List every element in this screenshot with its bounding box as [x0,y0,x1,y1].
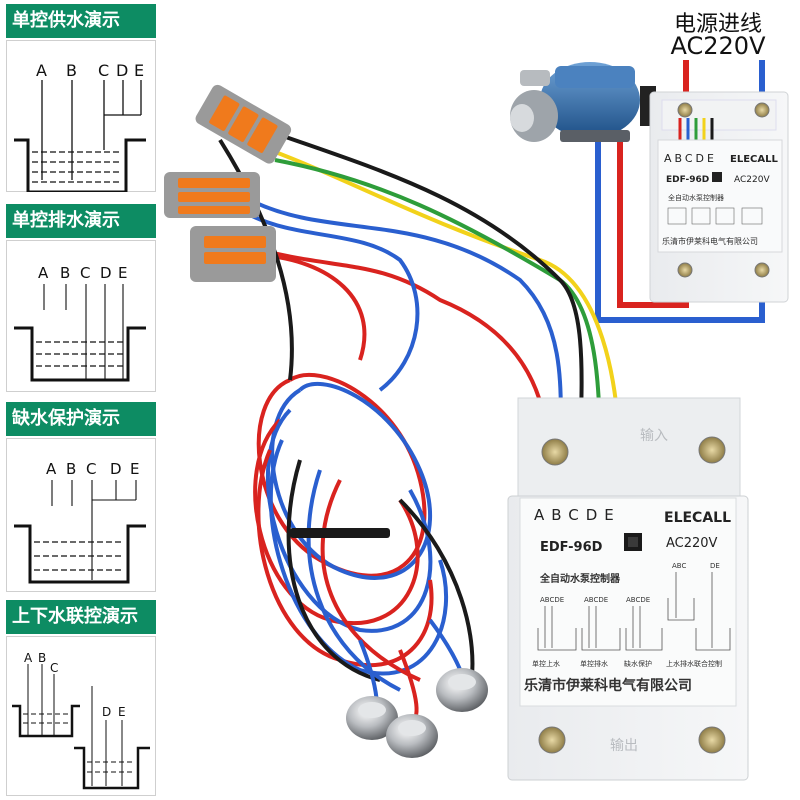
probe-label: D [110,460,122,478]
tank-diagram: A B C D E [14,264,146,382]
probe-label: E [118,705,126,719]
probe-label: D [102,705,111,719]
tank-diagram: A B C D E [12,651,150,790]
probe-label: C [98,61,109,80]
mode-label: 上水排水联合控制 [666,659,722,668]
probe-label: B [60,264,70,282]
probe-label: B [66,61,77,80]
probe-label: D [100,264,112,282]
mini-terminal-labels: ABCDE [664,152,717,165]
probe-label: B [38,651,46,665]
panel-title: 上下水联控演示 [6,600,156,634]
model-label: EDF-96D [540,540,603,555]
panel-title: 缺水保护演示 [6,402,156,436]
probe-label: B [66,460,76,478]
terminal-screw-icon [677,102,770,278]
mini-product-name: 全自动水泵控制器 [668,193,724,202]
main-controller: 输入 输出 ABCDE ELECALL EDF-96D AC220V 全自动水泵… [507,397,749,781]
product-name: 全自动水泵控制器 [539,572,621,585]
mini-controller: ABCDE ELECALL EDF-96D AC220V 全自动水泵控制器 乐清… [649,91,789,303]
panel-title: 单控供水演示 [6,4,156,38]
mini-diagram-label: ABCDE [626,596,650,604]
mini-diagram-label: DE [710,562,720,570]
output-mark: 输出 [610,738,638,754]
mini-brand: ELECALL [730,154,778,165]
demo-panel-linked: 上下水联控演示 A B C D E [6,600,156,796]
demo-panel-protect: 缺水保护演示 A B C D E [6,402,156,592]
probe-label: C [50,661,58,675]
wire-coil [253,373,475,724]
mini-company: 乐清市伊莱科电气有限公司 [662,236,758,246]
mode-label: 单控排水 [580,659,608,668]
wire-connector-icon [164,84,292,282]
power-input-voltage: AC220V [670,32,766,60]
power-input-title: 电源进线 [673,12,762,37]
probe-label: A [36,61,47,80]
probe-label: E [134,61,144,80]
tank-diagram: A B C D E [14,61,146,192]
mini-diagram-label: ABCDE [584,596,608,604]
probe-label: A [38,264,49,282]
mini-model: EDF-96D [666,175,709,185]
probe-label: C [86,460,96,478]
tank-diagram: A B C D E [14,460,146,584]
probe-label: A [46,460,57,478]
probe-label: E [118,264,127,282]
voltage-label: AC220V [666,536,718,551]
probe-label: E [130,460,139,478]
probe-label: D [116,61,128,80]
signal-wires [218,133,622,471]
panel-title: 单控排水演示 [6,204,156,238]
probe-label: A [24,651,33,665]
mini-diagram-label: ABCDE [540,596,564,604]
mode-label: 单控上水 [532,659,560,668]
demo-panel-drain: 单控排水演示 A B C D E [6,204,156,394]
water-pump-icon [510,62,656,142]
mode-label: 缺水保护 [624,659,652,668]
terminal-labels: ABCDE [534,506,621,524]
mini-diagram-label: ABC [672,562,686,570]
company-label: 乐清市伊莱科电气有限公司 [524,677,692,694]
mini-voltage: AC220V [734,175,770,185]
terminal-screw-icon [538,436,726,754]
input-mark: 输入 [640,428,668,444]
probe-label: C [80,264,90,282]
probe-electrode-icon [346,668,488,758]
brand-label: ELECALL [664,510,731,526]
demo-panel-supply: 单控供水演示 A B C D E [6,4,156,194]
